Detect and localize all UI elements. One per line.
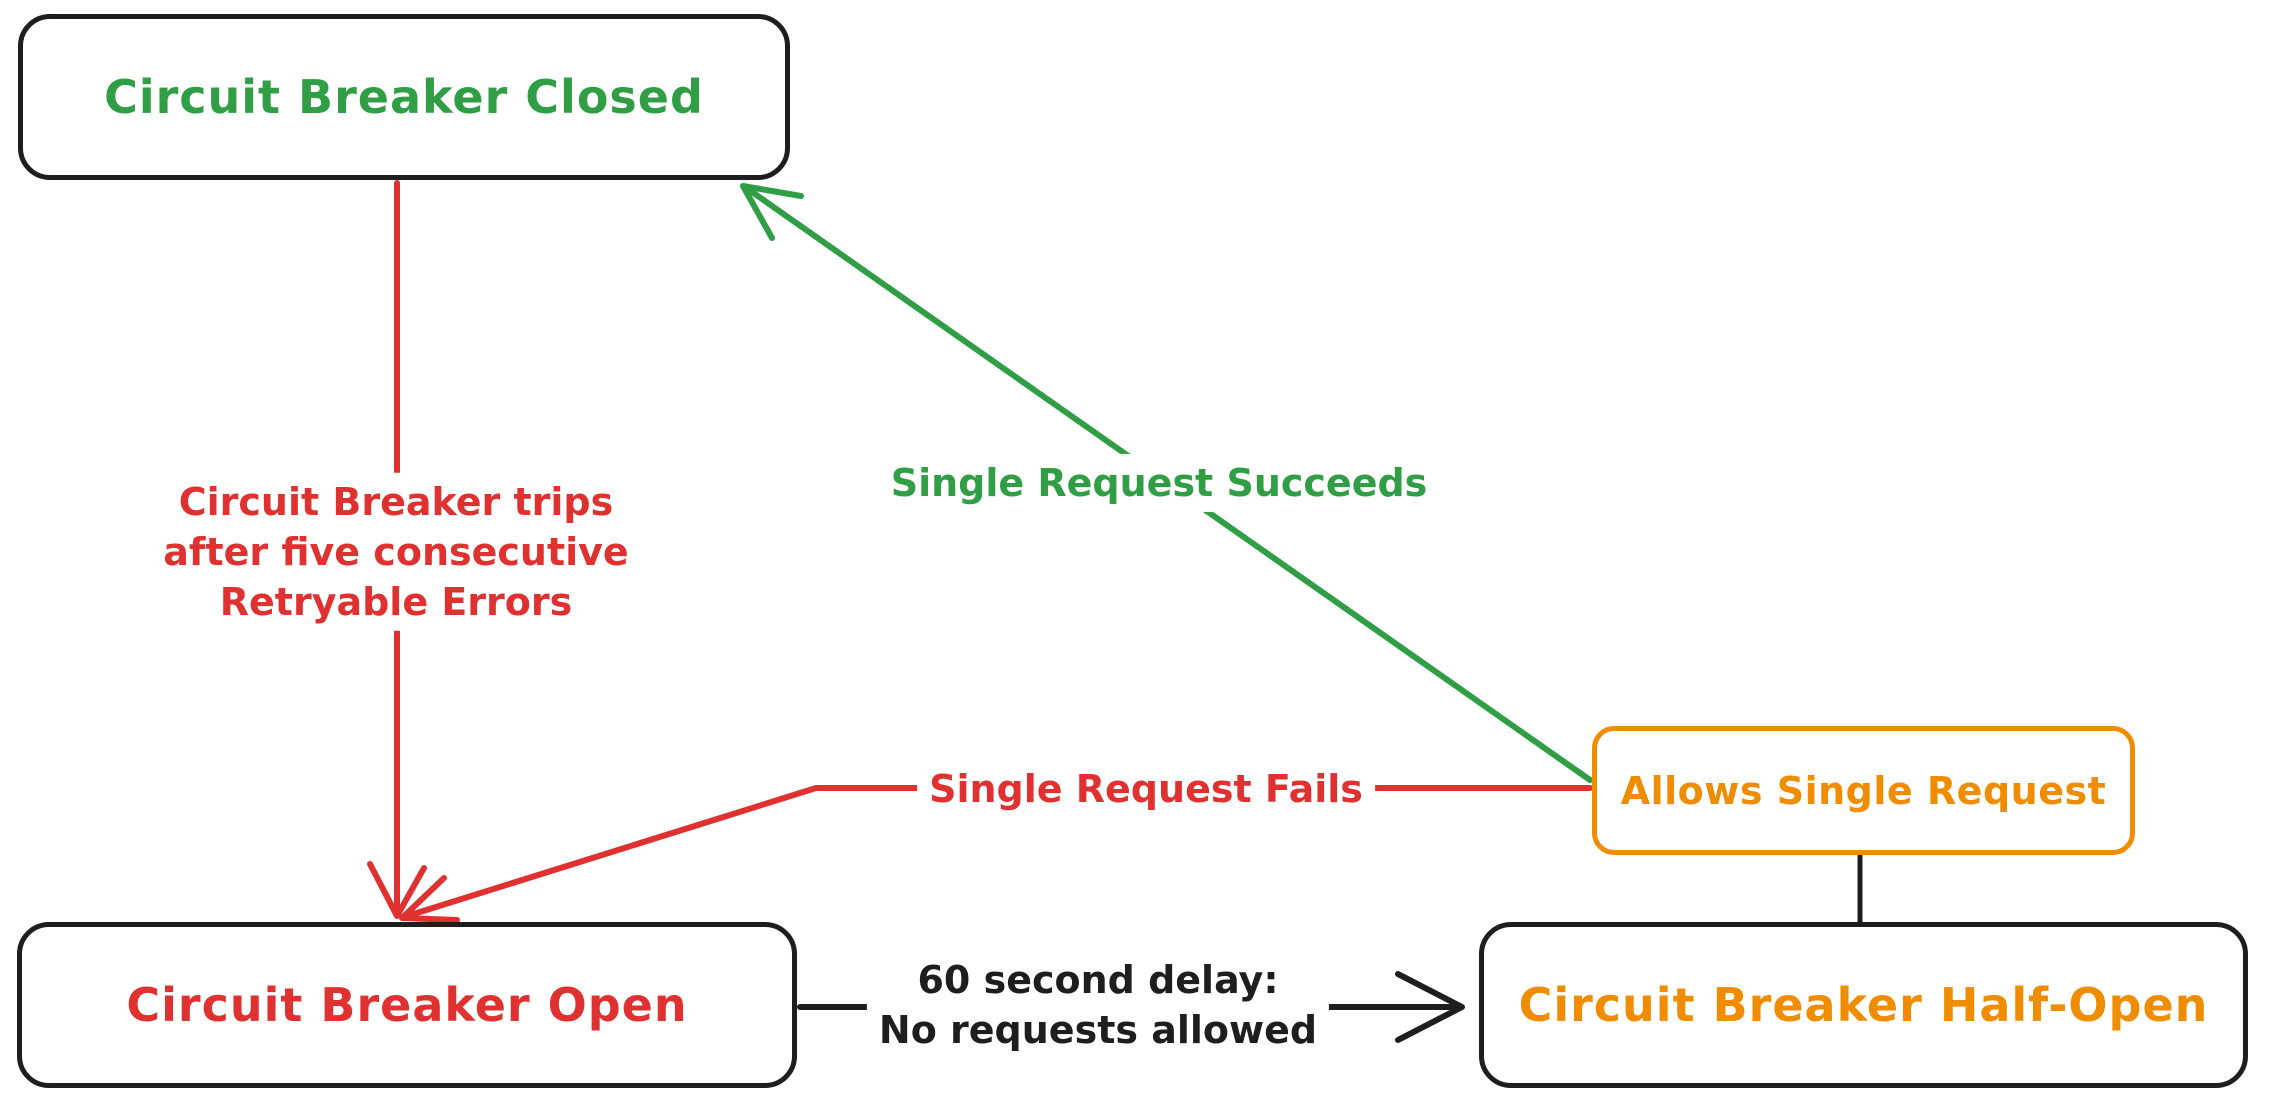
succeeds-arrowhead [740, 183, 804, 241]
trips-edge-label-line: Retryable Errors [219, 580, 573, 625]
node-circuit-breaker-half-open: Circuit Breaker Half-Open [1479, 922, 2248, 1088]
node-label: Circuit Breaker Closed [104, 70, 704, 124]
fails-edge-label-line: Single Request Fails [929, 766, 1363, 811]
delay-arrowhead [1395, 971, 1465, 1043]
delay-edge-label: 60 second delay: No requests allowed [866, 950, 1330, 1060]
node-allows-single-request: Allows Single Request [1592, 726, 2135, 855]
fails-arrowhead [399, 875, 460, 923]
delay-edge-label-line: 60 second delay: [917, 957, 1279, 1002]
trips-arrowhead [367, 861, 427, 919]
succeeds-edge-label-line: Single Request Succeeds [890, 460, 1428, 505]
succeeds-edge-label: Single Request Succeeds [878, 453, 1440, 513]
trips-edge-label: Circuit Breaker trips after five consecu… [151, 472, 641, 632]
node-circuit-breaker-closed: Circuit Breaker Closed [18, 14, 790, 180]
trips-edge-label-line: after five consecutive [163, 529, 629, 574]
node-label: Circuit Breaker Half-Open [1518, 978, 2209, 1032]
node-circuit-breaker-open: Circuit Breaker Open [17, 922, 797, 1088]
trips-edge-label-line: Circuit Breaker trips [178, 479, 614, 524]
delay-edge-label-line: No requests allowed [878, 1008, 1318, 1052]
fails-edge-label: Single Request Fails [917, 759, 1375, 819]
node-label: Allows Single Request [1620, 768, 2107, 813]
node-label: Circuit Breaker Open [126, 978, 688, 1032]
